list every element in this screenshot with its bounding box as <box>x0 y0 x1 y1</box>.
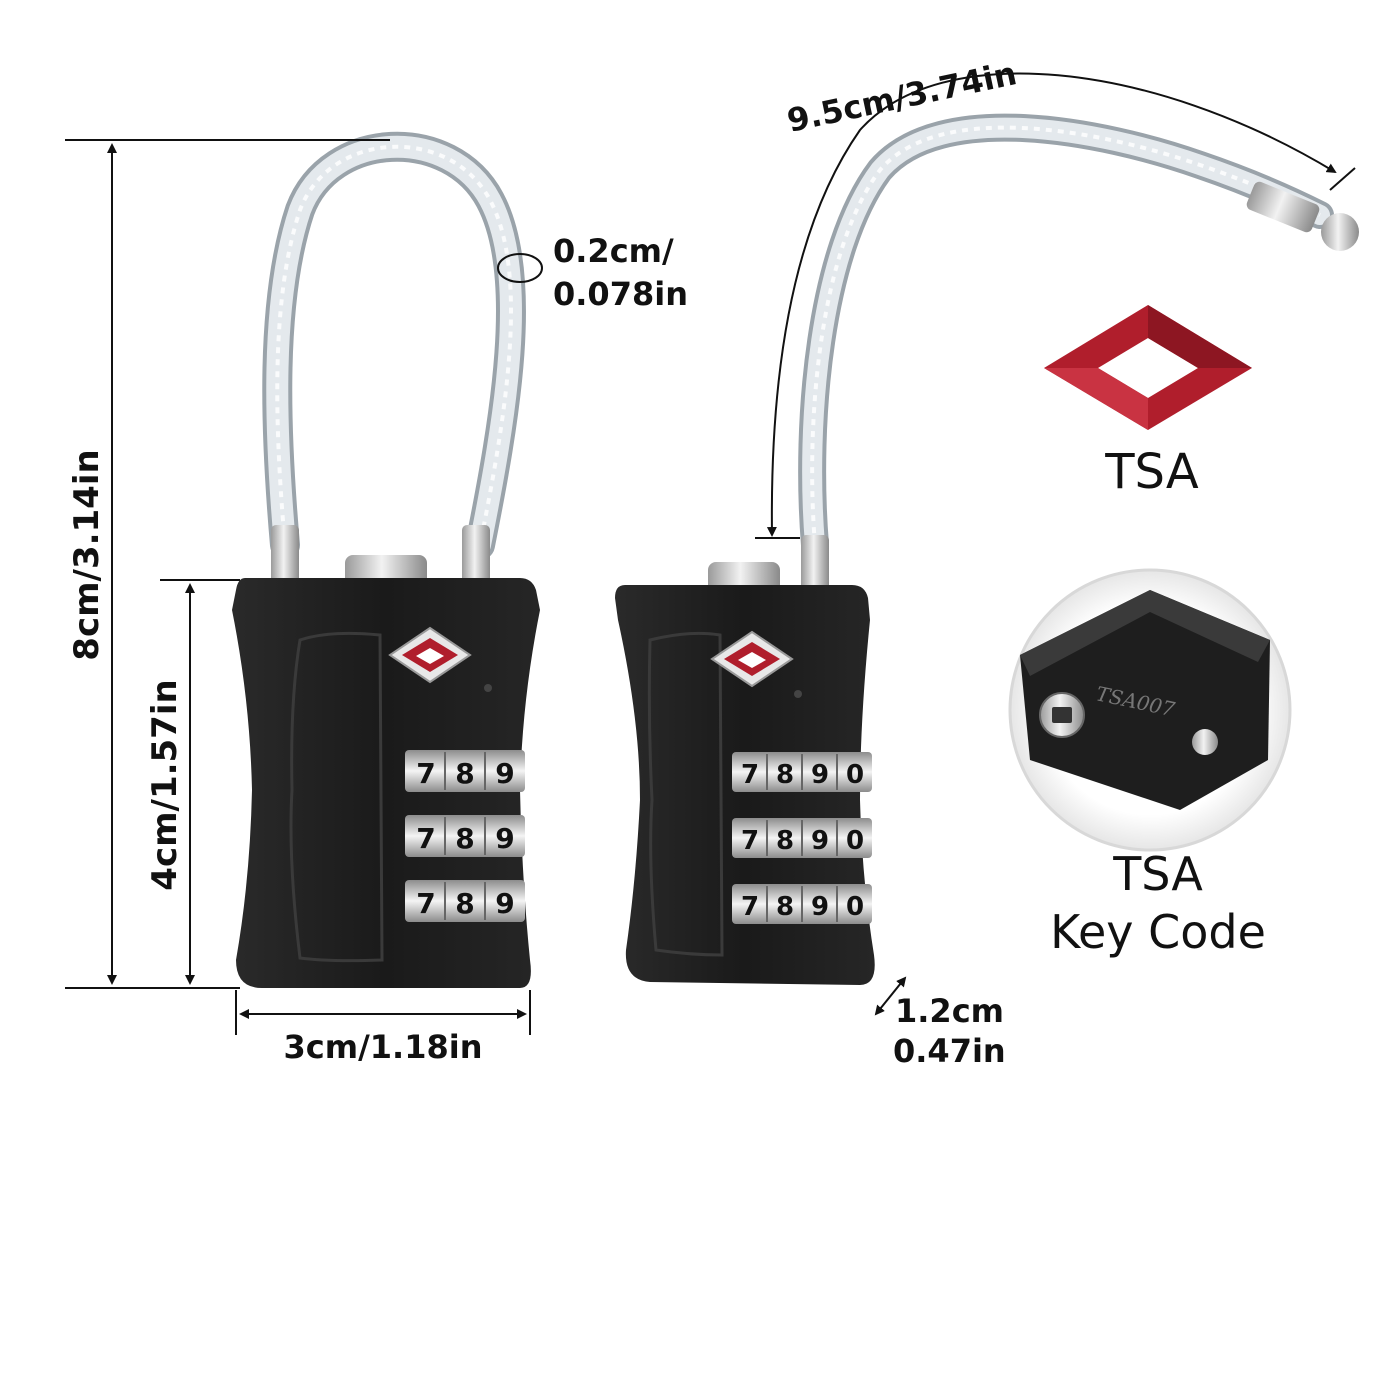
right-dial-1-digit-2: 8 <box>776 760 794 790</box>
tsa-diamond-logo-icon <box>1044 305 1252 430</box>
right-dial-1-digit-3: 9 <box>811 760 829 790</box>
left-dial-1-digit-1: 7 <box>416 757 435 790</box>
left-dial-2-digit-3: 9 <box>495 822 514 855</box>
left-dial-1-digit-3: 9 <box>495 757 514 790</box>
right-dial-2-digit-2: 8 <box>776 826 794 856</box>
right-tsa-badge-icon <box>710 630 794 688</box>
cable-thickness-in-label: 0.078in <box>553 275 688 313</box>
dimension-width-body: 3cm/1.18in <box>235 990 531 1066</box>
right-padlock: 7 8 9 0 7 8 9 0 7 8 <box>615 113 1359 985</box>
dimension-cable-thickness: 0.2cm/ 0.078in <box>497 232 688 313</box>
right-dial-row-2: 7 8 9 0 <box>732 818 872 858</box>
right-dial-row-3: 7 8 9 0 <box>732 884 872 924</box>
left-dial-3-digit-3: 9 <box>495 887 514 920</box>
right-dial-3-digit-2: 8 <box>776 892 794 922</box>
tsa-logo-label: TSA <box>1104 444 1199 500</box>
left-tsa-badge-icon <box>388 626 472 684</box>
right-dial-1-digit-1: 7 <box>741 760 759 790</box>
key-code-callout: TSA007 TSA Key Code <box>1008 568 1292 959</box>
right-dial-2-digit-4: 0 <box>846 826 864 856</box>
right-dial-row-1: 7 8 9 0 <box>732 752 872 792</box>
left-padlock: 7 8 9 7 8 9 7 8 9 <box>232 131 540 988</box>
right-dial-3-digit-1: 7 <box>741 892 759 922</box>
right-ferrule <box>801 535 829 590</box>
right-dial-1-digit-4: 0 <box>846 760 864 790</box>
left-dial-3-digit-1: 7 <box>416 887 435 920</box>
key-code-title: TSA <box>1112 847 1203 901</box>
height-body-label: 4cm/1.57in <box>145 679 185 890</box>
left-dial-2-digit-1: 7 <box>416 822 435 855</box>
width-body-label: 3cm/1.18in <box>284 1028 483 1066</box>
height-total-label: 8cm/3.14in <box>67 449 107 660</box>
left-dial-stack: 7 8 9 7 8 9 7 8 9 <box>405 750 525 922</box>
cable-end-pin-icon <box>1246 181 1359 251</box>
dimension-height-total: 8cm/3.14in <box>65 139 390 989</box>
dimension-height-body: 4cm/1.57in <box>145 579 240 985</box>
left-ferrule-right <box>462 525 490 583</box>
left-dial-1-digit-2: 8 <box>455 757 474 790</box>
right-dial-2-digit-3: 9 <box>811 826 829 856</box>
depth-in-label: 0.47in <box>893 1032 1006 1070</box>
left-dial-row-1: 7 8 9 <box>405 750 525 792</box>
left-dial-3-digit-2: 8 <box>455 887 474 920</box>
left-dial-row-3: 7 8 9 <box>405 880 525 922</box>
right-dial-2-digit-1: 7 <box>741 826 759 856</box>
tsa-logo: TSA <box>1044 305 1252 500</box>
right-dial-3-digit-3: 9 <box>811 892 829 922</box>
key-code-subtitle: Key Code <box>1050 905 1266 959</box>
right-dial-3-digit-4: 0 <box>846 892 864 922</box>
cable-thickness-cm-label: 0.2cm/ <box>553 232 674 270</box>
depth-cm-label: 1.2cm <box>895 992 1004 1030</box>
left-ferrule-left <box>271 525 299 583</box>
right-dial-stack: 7 8 9 0 7 8 9 0 7 8 <box>732 752 872 924</box>
left-dial-row-2: 7 8 9 <box>405 815 525 857</box>
left-dial-2-digit-2: 8 <box>455 822 474 855</box>
dimension-depth: 1.2cm 0.47in <box>874 976 1006 1070</box>
keyhole-closeup: TSA007 <box>1020 590 1270 810</box>
